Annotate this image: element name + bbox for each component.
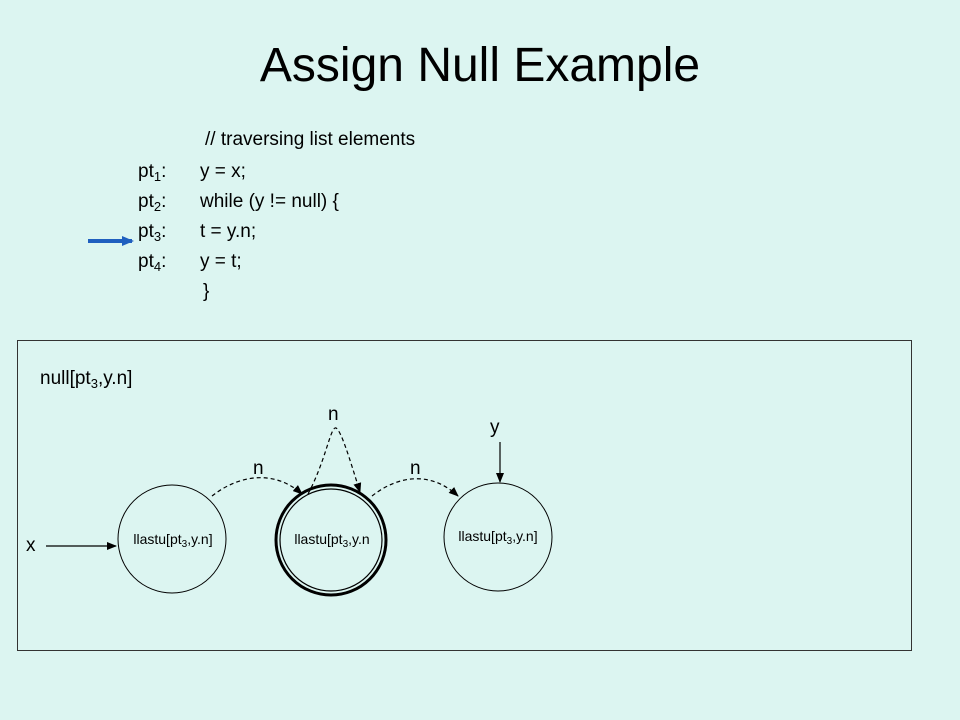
node-1-label: llastu[pt3,y.n] <box>133 531 213 550</box>
code-label-pt2: pt2: <box>138 191 167 214</box>
edge-n-right <box>371 478 459 497</box>
code-label-pt3: pt3: <box>138 221 167 244</box>
edge-label-n-left: n <box>253 458 264 479</box>
node-3-circle <box>443 482 553 592</box>
slide-title: Assign Null Example <box>259 39 701 92</box>
diagram-panel <box>17 340 912 651</box>
node-1-circle <box>117 484 227 594</box>
code-stmt-pt1: y = x; <box>200 161 246 182</box>
code-comment: // traversing list elements <box>205 129 416 150</box>
predicate-label: null[pt3,y.n] <box>40 368 133 391</box>
code-label-pt4: pt4: <box>138 251 167 274</box>
edge-label-n-right: n <box>410 458 421 479</box>
code-closing-brace: } <box>203 281 210 302</box>
edge-n-left <box>211 477 303 497</box>
code-stmt-pt4: y = t; <box>200 251 242 272</box>
node-2-circle <box>274 483 388 597</box>
variable-y-label: y <box>490 417 500 438</box>
node-3-label: llastu[pt3,y.n] <box>458 528 538 547</box>
code-label-pt1: pt1: <box>138 161 167 184</box>
edge-n-self-loop <box>307 427 362 495</box>
edge-label-n-loop: n <box>328 404 339 425</box>
node-2-inner-circle <box>279 488 383 592</box>
variable-x-label: x <box>26 535 36 556</box>
code-stmt-pt3: t = y.n; <box>200 221 257 242</box>
code-stmt-pt2: while (y != null) { <box>200 191 339 212</box>
node-2-label: llastu[pt3,y.n <box>294 531 370 550</box>
